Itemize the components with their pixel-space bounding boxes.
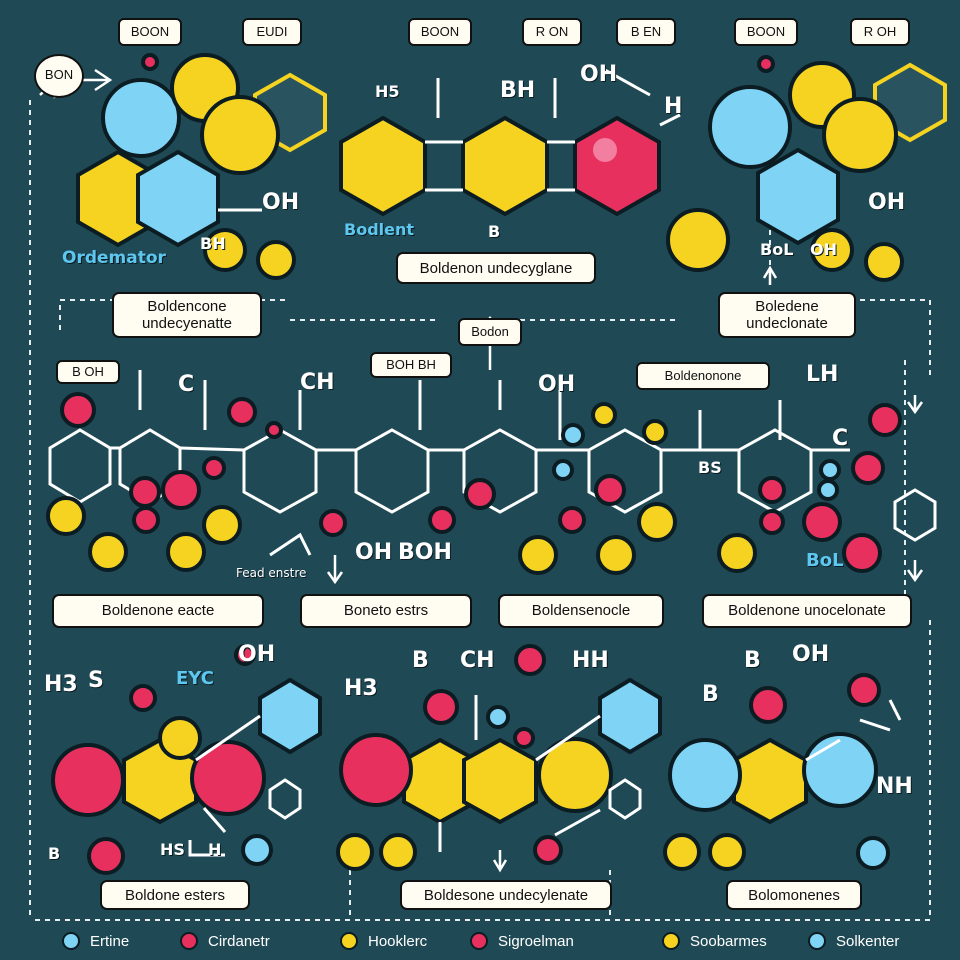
label-fead-enstre: Fead enstre [236,566,307,580]
legend-item-sigroelman: Sigroelman [470,930,574,952]
chem-bs: BS [698,458,722,477]
chem-eyc: EYC [176,668,214,689]
chem-h-center: H [664,94,683,119]
chem-h5: H5 [375,82,400,101]
tag-boldenonone: Boldenonone [636,362,770,390]
tag-r-oh: R OH [850,18,910,46]
legend-label: Soobarmes [690,932,767,950]
chem-boh: BOH [398,540,452,565]
middle-atoms [46,392,902,575]
middle-chain [48,370,937,557]
legend-dot-icon [808,932,826,950]
caption-boldenone-eacte: Boldenone eacte [52,594,264,628]
chem-b-bottom-left: B [48,844,61,863]
chem-oh-top-left: OH [262,190,300,215]
chem-oh-mid: OH [538,372,576,397]
tag-b-oh: B OH [56,360,120,384]
tag-boh-bh: BOH BH [370,352,452,378]
chem-oh-right-2: OH [810,240,837,259]
top-center-molecule [339,68,681,217]
legend-item-soobarmes: Soobarmes [662,930,767,952]
chem-b-right-2: B [702,682,719,707]
chem-bol-mid: BoL [806,550,844,571]
chem-bh-top-left: BH [200,234,226,253]
chem-lh: LH [806,362,839,387]
chem-oh-center: OH [580,62,618,87]
chem-h3-center: H3 [344,676,378,701]
caption-boldensenocle: Boldensenocle [498,594,664,628]
legend-item-solkenter: Solkenter [808,930,899,952]
legend-item-ertine: Ertine [62,930,129,952]
tag-bodon: Bodon [458,318,522,346]
chem-ch-mid: CH [300,370,335,395]
caption-ordemator: Ordemator [62,248,166,268]
chem-hh: HH [572,648,609,673]
legend-dot-icon [470,932,488,950]
top-right-molecule [666,55,947,282]
chem-oh-right: OH [868,190,906,215]
caption-boldesone-undecylenate: Boldesone undecylenate [400,880,612,910]
tag-bon: BON [34,54,84,98]
chem-nh: NH [876,774,913,799]
label-boldencone-undecyenatte: Boldencone undecyenatte [112,292,262,338]
label-bodlent: Bodlent [344,220,415,239]
tag-boon-left: BOON [118,18,182,46]
caption-boldenone-unocelonate: Boldenone unocelonate [702,594,912,628]
caption-boldenon-undecyglane: Boldenon undecyglane [396,252,596,284]
chem-s: S [88,668,104,693]
legend-item-cirdanetr: Cirdanetr [180,930,270,952]
tag-boon-center: BOON [408,18,472,46]
legend-label: Solkenter [836,932,900,950]
legend: Ertine Cirdanetr Hooklerc Sigroelman Soo… [0,926,960,956]
legend-dot-icon [662,932,680,950]
chem-bh-center: BH [500,78,536,103]
bottom-center-molecule [336,644,662,871]
chem-b-right-1: B [744,648,761,673]
legend-label: Hooklerc [368,932,428,950]
connector-lines [29,100,931,921]
label-boledene-undeclonate: Boledene undeclonate [718,292,856,338]
chem-b-center: B [412,648,429,673]
tag-boon-right: BOON [734,18,798,46]
caption-bolomonenes: Bolomonenes [726,880,862,910]
legend-dot-icon [180,932,198,950]
legend-label: Sigroelman [498,932,574,950]
chem-oh-bottom-left: OH [238,642,276,667]
legend-item-hooklerc: Hooklerc [340,930,427,952]
tag-r-on: R ON [522,18,582,46]
chem-bol-right: BoL [760,240,794,259]
tag-b-en: B EN [616,18,676,46]
legend-label: Ertine [90,932,130,950]
legend-dot-icon [340,932,358,950]
chem-h-bottom-left: H [208,840,222,859]
bottom-right-molecule [663,673,890,871]
chem-h3-left: H3 [44,672,78,697]
tag-eudi: EUDI [242,18,302,46]
bottom-left-molecule [51,644,322,875]
bottom-bonds [188,695,902,857]
chem-oh-bottom-right: OH [792,642,830,667]
chem-c-2: C [832,426,849,451]
top-left-molecule [76,53,327,280]
chem-c-1: C [178,372,195,397]
chem-ch-center: CH [460,648,495,673]
legend-dot-icon [62,932,80,950]
chem-oh-bottom-mid: OH [355,540,393,565]
legend-label: Cirdanetr [208,932,270,950]
chem-hs: HS [160,840,185,859]
label-b: B [488,222,501,241]
caption-boneto-estrs: Boneto estrs [300,594,472,628]
caption-boldone-esters: Boldone esters [100,880,250,910]
